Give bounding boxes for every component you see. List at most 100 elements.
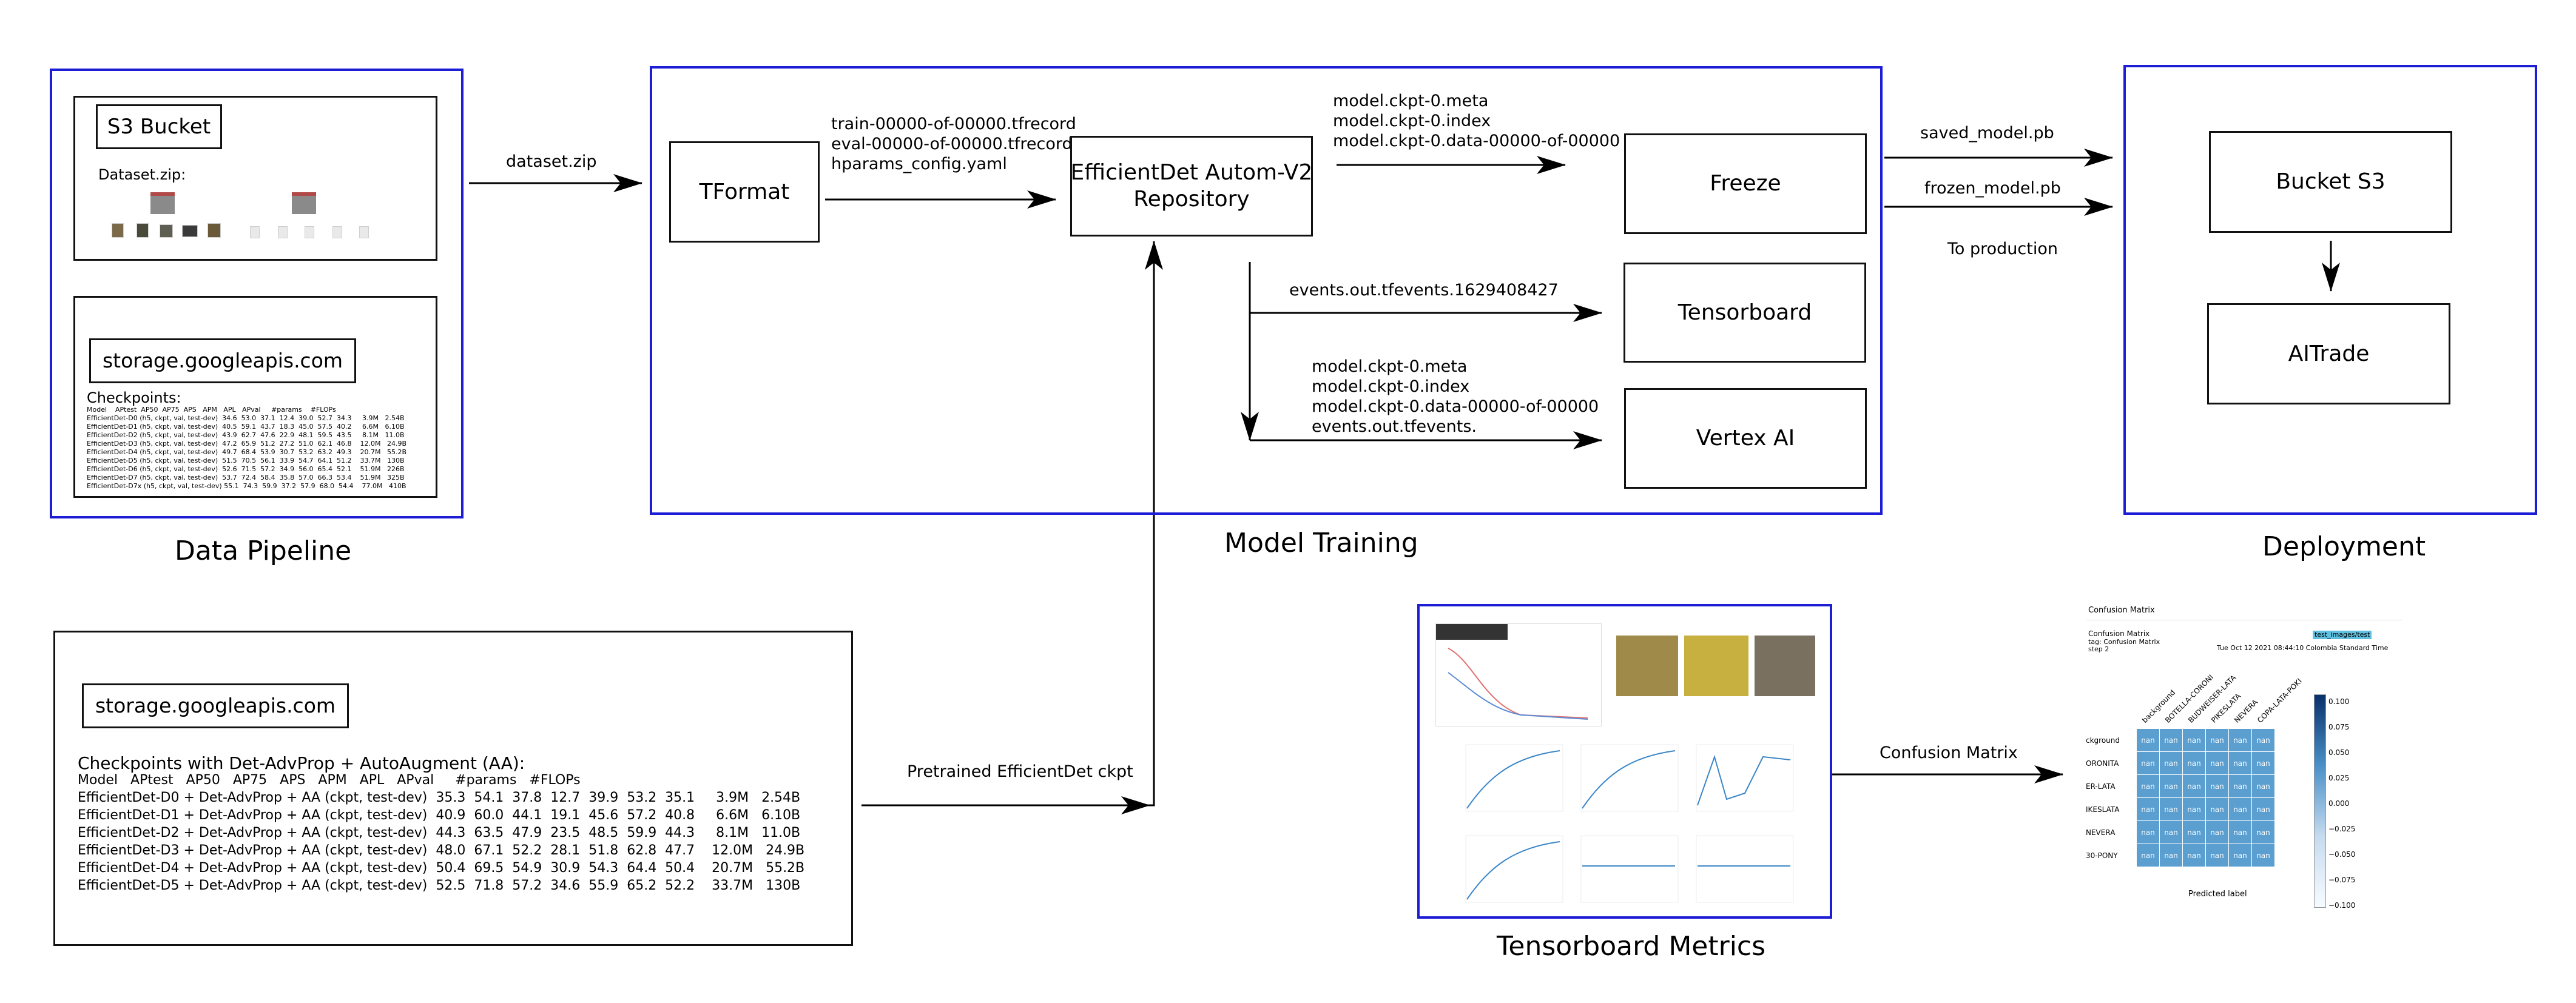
cm-colorbar-tick: 0.000: [2328, 799, 2350, 808]
cm-cell: nan: [2252, 844, 2274, 867]
cm-cell: nan: [2183, 752, 2205, 774]
cm-cell: nan: [2252, 798, 2274, 820]
model-training-panel: [650, 66, 1883, 515]
edge-label-tfrecords: train-00000-of-00000.tfrecord eval-00000…: [831, 115, 1076, 173]
cm-row-label: 30-PONY: [2086, 851, 2118, 860]
cm-cell: nan: [2229, 729, 2251, 751]
file-thumbnail: [278, 226, 288, 238]
freeze-node: Freeze: [1624, 133, 1867, 234]
cm-cell: nan: [2160, 729, 2182, 751]
tformat-label: TFormat: [699, 179, 790, 204]
edge-label-saved-model: saved_model.pb: [1920, 124, 2054, 143]
small-table-row: EfficientDet-D4 (h5, ckpt, val, test-dev…: [87, 448, 407, 456]
aitrade-node: AITrade: [2207, 303, 2450, 404]
image-thumbnail: [182, 225, 198, 237]
section-title-deployment: Deployment: [2262, 531, 2426, 562]
cm-cell: nan: [2183, 844, 2205, 867]
image-sample-thumbnail: [1755, 636, 1815, 696]
file-thumbnail: [359, 226, 369, 238]
cm-cell: nan: [2206, 844, 2228, 867]
cm-cell: nan: [2206, 775, 2228, 797]
tensorboard-metrics-panel: [1417, 604, 1832, 919]
edge-label-events: events.out.tfevents.1629408427: [1289, 281, 1559, 300]
cm-cell: nan: [2183, 798, 2205, 820]
folder-icon: [292, 192, 316, 214]
edge-label-ckpt-vertex: model.ckpt-0.meta model.ckpt-0.index mod…: [1312, 357, 1599, 436]
freeze-label: Freeze: [1710, 171, 1781, 196]
tformat-node: TFormat: [669, 141, 820, 243]
file-thumbnail: [250, 226, 260, 238]
cm-cell: nan: [2206, 821, 2228, 844]
cm-cell: nan: [2160, 752, 2182, 774]
cm-cell: nan: [2137, 729, 2159, 751]
cm-cell: nan: [2137, 798, 2159, 820]
section-title-tensorboard: Tensorboard Metrics: [1497, 931, 1766, 962]
cm-caption: Confusion Matrix: [2088, 629, 2150, 638]
cm-colorbar-tick: −0.025: [2328, 825, 2356, 833]
cm-cell: nan: [2137, 775, 2159, 797]
cm-colorbar-tick: 0.100: [2328, 697, 2350, 706]
section-title-model-training: Model Training: [1224, 528, 1418, 559]
cm-row-label: ckground: [2086, 736, 2120, 745]
small-table-row: EfficientDet-D0 (h5, ckpt, val, test-dev…: [87, 414, 405, 422]
cm-badge: test_images/test: [2313, 631, 2372, 639]
cm-cell: nan: [2229, 752, 2251, 774]
cm-window-title: Confusion Matrix: [2088, 606, 2155, 615]
gcs-card: [73, 296, 437, 498]
cm-row-label: ORONITA: [2086, 759, 2119, 768]
image-thumbnail: [137, 223, 149, 238]
cm-cell: nan: [2160, 821, 2182, 844]
cm-colorbar-tick: −0.100: [2328, 901, 2356, 910]
cm-colorbar-tick: 0.050: [2328, 748, 2350, 757]
edge-label-to-production: To production: [1947, 240, 2058, 258]
image-thumbnail: [207, 223, 221, 238]
cm-col-label: COPA-LATA-POKI: [2256, 677, 2304, 725]
metric-curves: [1465, 744, 1794, 903]
cm-cell: nan: [2229, 844, 2251, 867]
advprop-table-row: EfficientDet-D1 + Det-AdvProp + AA (ckpt…: [78, 808, 801, 823]
cm-step: step 2: [2088, 645, 2109, 653]
edge-label-ckpt-freeze: model.ckpt-0.meta model.ckpt-0.index mod…: [1333, 92, 1620, 150]
advprop-table-row: EfficientDet-D2 + Det-AdvProp + AA (ckpt…: [78, 825, 801, 840]
gcs-title: storage.googleapis.com: [89, 338, 356, 383]
cm-tag: tag: Confusion Matrix: [2088, 638, 2160, 646]
repo-node: EfficientDet Autom-V2 Repository: [1070, 136, 1313, 236]
file-thumbnail: [332, 226, 342, 238]
small-table-row: EfficientDet-D6 (h5, ckpt, val, test-dev…: [87, 465, 405, 473]
section-title-data-pipeline: Data Pipeline: [175, 535, 352, 566]
edge-label-dataset: dataset.zip: [506, 152, 597, 171]
cm-colorbar-tick: −0.075: [2328, 876, 2356, 884]
cm-cell: nan: [2206, 729, 2228, 751]
cm-row-label: IKESLATA: [2086, 805, 2120, 814]
image-thumbnail: [160, 224, 173, 238]
aitrade-label: AITrade: [2288, 341, 2370, 366]
small-table-row: EfficientDet-D3 (h5, ckpt, val, test-dev…: [87, 440, 407, 448]
advprop-card: [53, 631, 853, 946]
cm-cell: nan: [2229, 821, 2251, 844]
folder-icon: [150, 192, 175, 214]
cm-cell: nan: [2183, 821, 2205, 844]
cm-cell: nan: [2183, 729, 2205, 751]
advprop-table-row: EfficientDet-D0 + Det-AdvProp + AA (ckpt…: [78, 790, 801, 805]
file-thumbnail: [305, 226, 314, 238]
cm-cell: nan: [2229, 798, 2251, 820]
edge-label-confusion: Confusion Matrix: [1880, 743, 2018, 762]
edge-label-frozen-model: frozen_model.pb: [1924, 179, 2061, 198]
cm-date: Tue Oct 12 2021 08:44:10 Colombia Standa…: [2217, 644, 2389, 652]
loss-chart-thumbnail: [1435, 623, 1602, 726]
cm-cell: nan: [2252, 729, 2274, 751]
tensorboard-label: Tensorboard: [1677, 300, 1812, 325]
gcs-title-text: storage.googleapis.com: [102, 349, 343, 372]
cm-colorbar-tick: 0.025: [2328, 774, 2350, 782]
cm-cell: nan: [2252, 821, 2274, 844]
small-table-row: EfficientDet-D7x (h5, ckpt, val, test-de…: [87, 482, 406, 490]
s3-bucket-title-text: S3 Bucket: [107, 115, 211, 139]
cm-cell: nan: [2252, 775, 2274, 797]
cm-cell: nan: [2137, 844, 2159, 867]
s3-bucket-title: S3 Bucket: [96, 104, 222, 149]
cm-xlabel: Predicted label: [2188, 890, 2247, 899]
cm-cell: nan: [2229, 775, 2251, 797]
bucket-s3-label: Bucket S3: [2276, 169, 2385, 194]
cm-cell: nan: [2160, 775, 2182, 797]
cm-row-label: NEVERA: [2086, 828, 2116, 837]
